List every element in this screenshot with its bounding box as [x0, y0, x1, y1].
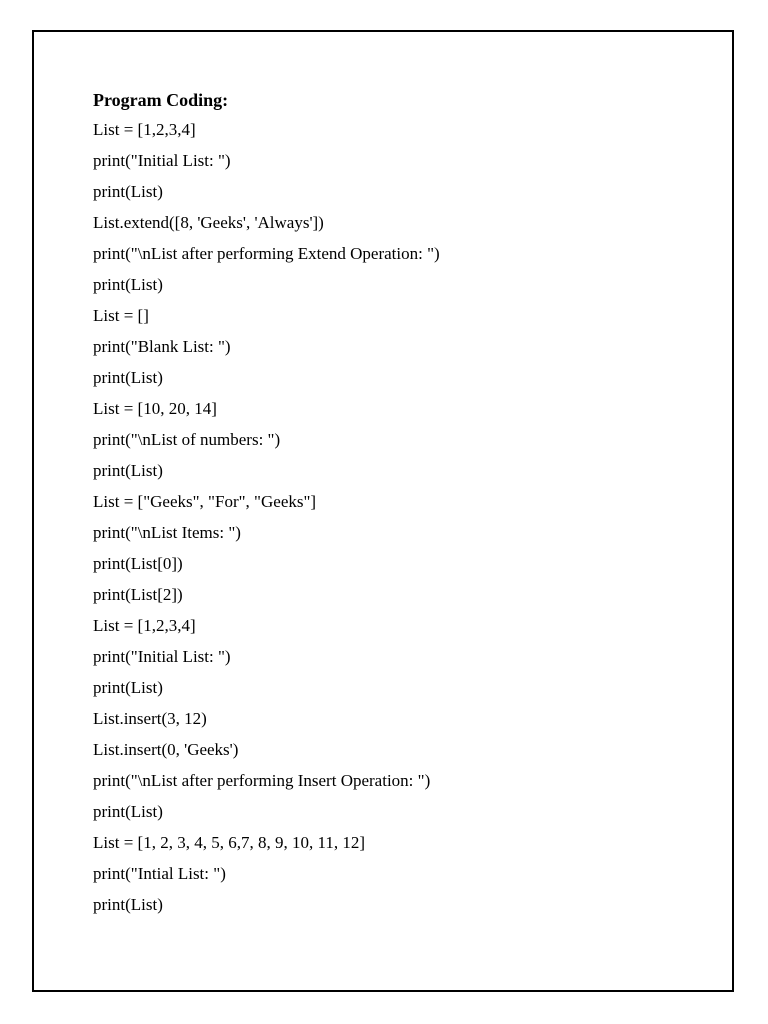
code-line: print(List): [93, 895, 163, 914]
code-line: List = [1,2,3,4]: [93, 120, 196, 139]
code-line: print(List[2]): [93, 585, 183, 604]
code-line: print("\nList Items: "): [93, 523, 241, 542]
code-line: List = [1,2,3,4]: [93, 616, 196, 635]
code-listing: List = [1,2,3,4] print("Initial List: ") p…: [93, 114, 728, 920]
document-content: Program Coding: List = [1,2,3,4] print("I…: [93, 86, 728, 920]
code-line: List = [1, 2, 3, 4, 5, 6,7, 8, 9, 10, 11…: [93, 833, 365, 852]
code-line: print("\nList after performing Insert Op…: [93, 771, 431, 790]
page-border: [32, 30, 734, 992]
code-line: print("Initial List: "): [93, 151, 231, 170]
code-line: print(List): [93, 678, 163, 697]
code-line: print(List): [93, 182, 163, 201]
code-line: print(List[0]): [93, 554, 183, 573]
code-line: print("\nList of numbers: "): [93, 430, 281, 449]
code-line: List.insert(3, 12): [93, 709, 207, 728]
code-line: print("Initial List: "): [93, 647, 231, 666]
code-line: print(List): [93, 368, 163, 387]
code-line: print(List): [93, 275, 163, 294]
code-line: print(List): [93, 802, 163, 821]
code-line: List = ["Geeks", "For", "Geeks"]: [93, 492, 317, 511]
code-line: print("Blank List: "): [93, 337, 231, 356]
code-line: List = [10, 20, 14]: [93, 399, 217, 418]
code-line: print(List): [93, 461, 163, 480]
code-line: print("Intial List: "): [93, 864, 226, 883]
code-line: List = []: [93, 306, 149, 325]
code-line: print("\nList after performing Extend Op…: [93, 244, 440, 263]
code-line: List.extend([8, 'Geeks', 'Always']): [93, 213, 324, 232]
code-line: List.insert(0, 'Geeks'): [93, 740, 239, 759]
document-heading: Program Coding:: [93, 90, 229, 110]
